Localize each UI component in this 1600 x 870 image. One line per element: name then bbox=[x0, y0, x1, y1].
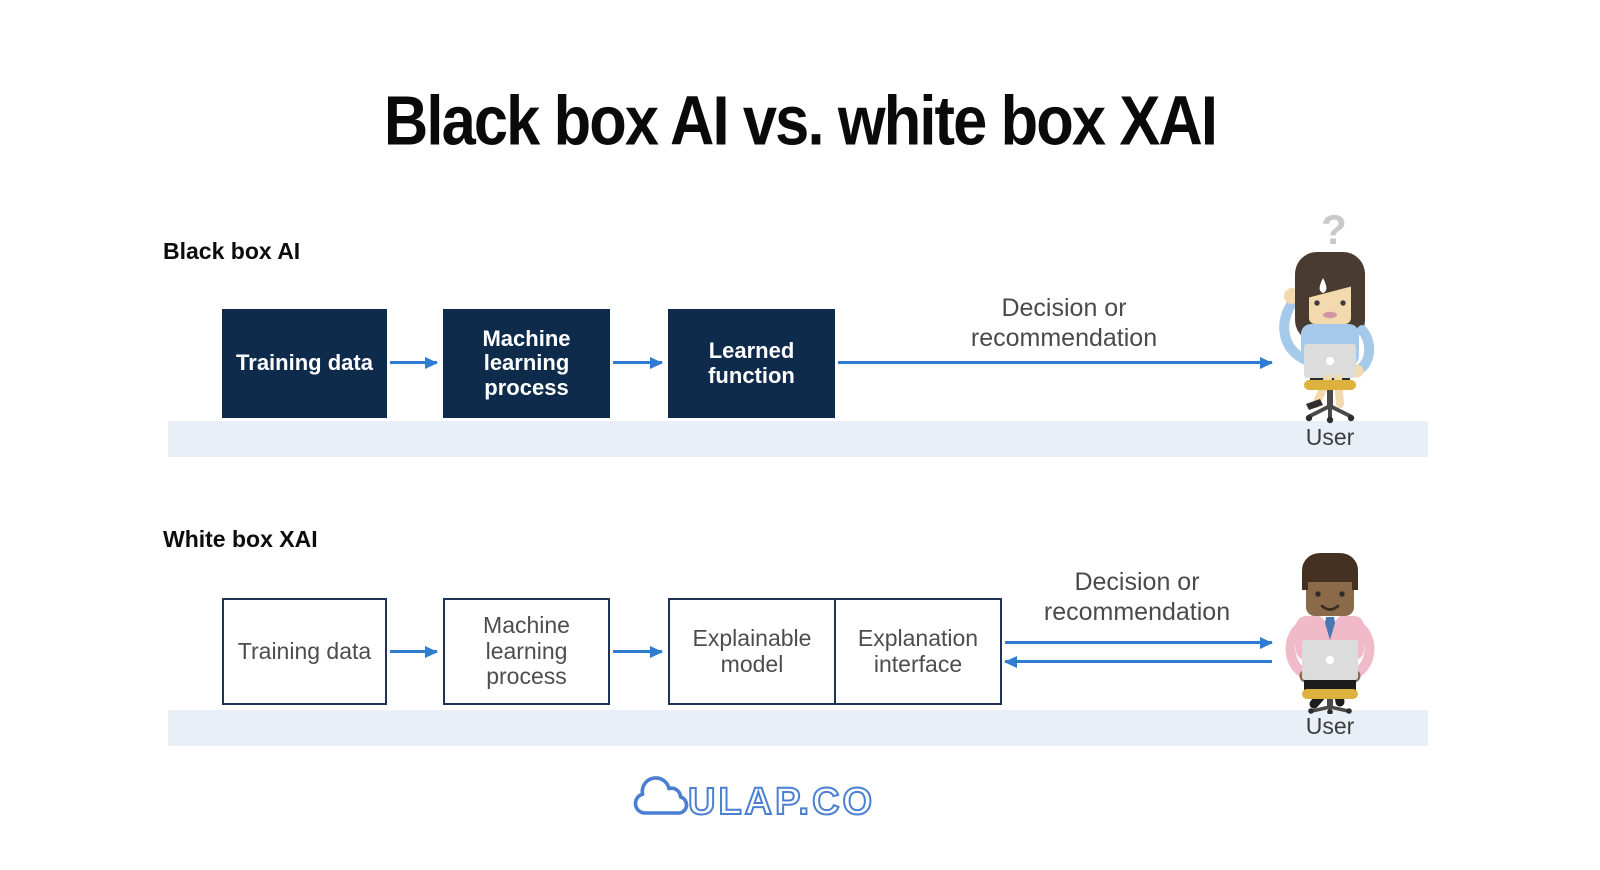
smile bbox=[1320, 604, 1340, 611]
footer-logo: ULAP.CO bbox=[632, 774, 892, 822]
eye bbox=[1314, 300, 1320, 306]
flow-box-ml-process-black: Machine learning process bbox=[443, 309, 610, 418]
logo-text: ULAP.CO bbox=[688, 781, 875, 822]
arrow-ml-to-explainable bbox=[613, 650, 662, 653]
eye bbox=[1340, 300, 1346, 306]
arrow-training-to-ml-white bbox=[390, 650, 437, 653]
caster-wheel bbox=[1305, 414, 1313, 422]
arrow-ml-to-learned bbox=[613, 361, 662, 364]
flow-box-explanation-interface: Explanation interface bbox=[834, 600, 1000, 703]
happy-user-illustration bbox=[1285, 553, 1375, 714]
decision-label-black: Decision or recommendation bbox=[970, 294, 1158, 352]
decision-label-white: Decision or recommendation bbox=[1043, 568, 1231, 626]
hair bbox=[1302, 553, 1358, 582]
sweat-drop bbox=[1319, 278, 1327, 293]
decision-arrow-to-user bbox=[1005, 641, 1272, 644]
left-arm bbox=[1285, 623, 1310, 679]
chair-seat bbox=[1304, 380, 1356, 390]
flow-box-training-data-white: Training data bbox=[222, 598, 387, 705]
mouth bbox=[1323, 311, 1337, 319]
hair-side bbox=[1352, 580, 1358, 590]
arrow-training-to-ml-black bbox=[390, 361, 437, 364]
right-arm bbox=[1350, 623, 1375, 679]
feedback-arrow-to-interface bbox=[1005, 660, 1272, 663]
laptop-logo-dot bbox=[1326, 357, 1334, 365]
laptop-logo-dot bbox=[1326, 656, 1334, 664]
fringe bbox=[1307, 272, 1353, 298]
user-label-black: User bbox=[1305, 424, 1355, 450]
caster-wheel bbox=[1346, 708, 1352, 714]
flow-box-learned-function: Learned function bbox=[668, 309, 835, 418]
flow-box-ml-process-white: Machine learning process bbox=[443, 598, 610, 705]
chair-post bbox=[1327, 390, 1333, 406]
eye bbox=[1339, 591, 1345, 597]
hair-side bbox=[1302, 580, 1308, 590]
explainable-double-box: Explainable model Explanation interface bbox=[668, 598, 1002, 705]
page-title: Black box AI vs. white box XAI bbox=[383, 81, 1218, 160]
confused-user-illustration: ? bbox=[1279, 208, 1374, 424]
logo-graphic: ULAP.CO bbox=[633, 776, 875, 822]
chair-post bbox=[1327, 699, 1333, 708]
cloud-icon bbox=[633, 776, 689, 815]
user-label-white: User bbox=[1305, 713, 1355, 739]
white-box-section-label: White box XAI bbox=[163, 526, 318, 552]
caster-wheel bbox=[1347, 414, 1355, 422]
shoe bbox=[1306, 399, 1323, 410]
black-box-section-label: Black box AI bbox=[163, 238, 301, 264]
eye bbox=[1315, 591, 1321, 597]
caster-wheel bbox=[1327, 709, 1333, 714]
caster-wheel bbox=[1308, 708, 1314, 714]
flow-box-training-data-black: Training data bbox=[222, 309, 387, 418]
flow-box-explainable-model: Explainable model bbox=[692, 624, 812, 677]
right-arm bbox=[1353, 325, 1374, 375]
caster-wheel bbox=[1326, 416, 1334, 424]
chair-seat bbox=[1302, 689, 1358, 699]
tie bbox=[1325, 617, 1335, 640]
decision-arrow-black bbox=[838, 361, 1272, 364]
question-mark: ? bbox=[1321, 208, 1347, 253]
chair-base bbox=[1308, 404, 1352, 420]
floor-band-black bbox=[168, 421, 1428, 457]
floor-band-white bbox=[168, 710, 1428, 746]
raised-arm bbox=[1279, 297, 1311, 365]
